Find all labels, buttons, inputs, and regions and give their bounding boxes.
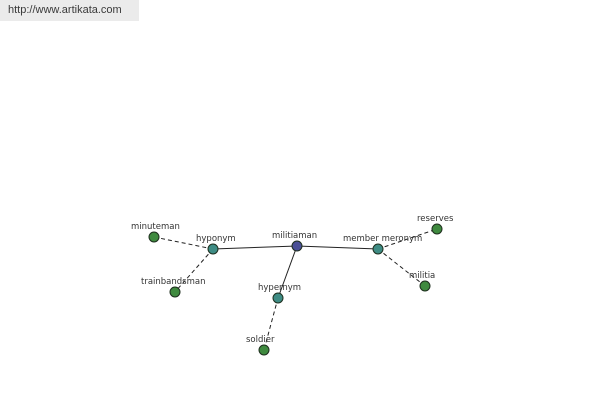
relation-node-label[interactable]: hypernym: [258, 283, 301, 293]
site-url-banner[interactable]: http://www.artikata.com: [0, 0, 139, 21]
term-node-label[interactable]: trainbandsman: [141, 277, 205, 287]
center-node-militiaman[interactable]: militiaman: [272, 231, 317, 252]
term-node-label[interactable]: militia: [409, 271, 435, 281]
term-node-label[interactable]: soldier: [246, 335, 275, 345]
edge-hyponym-minuteman: [153, 236, 214, 250]
term-node-label[interactable]: reserves: [417, 214, 454, 224]
term-node-militia[interactable]: militia: [409, 271, 435, 292]
relation-node-circle[interactable]: [207, 243, 219, 255]
term-node-circle[interactable]: [148, 231, 160, 243]
term-node-label[interactable]: minuteman: [131, 222, 180, 232]
term-node-circle[interactable]: [258, 344, 270, 356]
term-node-soldier[interactable]: soldier: [246, 335, 275, 356]
term-node-circle[interactable]: [419, 280, 431, 292]
edge-member-meronym-reserves: [377, 228, 438, 250]
term-node-trainbandsman[interactable]: trainbandsman: [141, 277, 205, 298]
relation-node-label[interactable]: hyponym: [196, 234, 236, 244]
edge-member-meronym-militia: [377, 248, 426, 287]
relation-node-member-meronym[interactable]: member meronym: [343, 234, 422, 255]
term-node-circle[interactable]: [431, 223, 443, 235]
graph-nodes: militiaman hyponym minuteman trainbandsman h…: [131, 214, 454, 356]
edge-militiaman-hyponym: [212, 245, 298, 250]
graph-edges: [153, 228, 438, 351]
term-node-minuteman[interactable]: minuteman: [131, 222, 180, 243]
relation-node-hypernym[interactable]: hypernym: [258, 283, 301, 304]
center-node-label[interactable]: militiaman: [272, 231, 317, 241]
term-node-circle[interactable]: [169, 286, 181, 298]
edge-militiaman-member-meronym: [296, 245, 379, 250]
relation-node-label[interactable]: member meronym: [343, 234, 422, 244]
edge-hypernym-soldier: [263, 297, 279, 351]
term-node-reserves[interactable]: reserves: [417, 214, 454, 235]
relation-node-circle[interactable]: [372, 243, 384, 255]
center-node-circle[interactable]: [291, 240, 303, 252]
edge-hyponym-trainbandsman: [174, 248, 214, 293]
edge-militiaman-hypernym: [277, 245, 298, 299]
relation-node-hyponym[interactable]: hyponym: [196, 234, 236, 255]
relation-node-circle[interactable]: [272, 292, 284, 304]
